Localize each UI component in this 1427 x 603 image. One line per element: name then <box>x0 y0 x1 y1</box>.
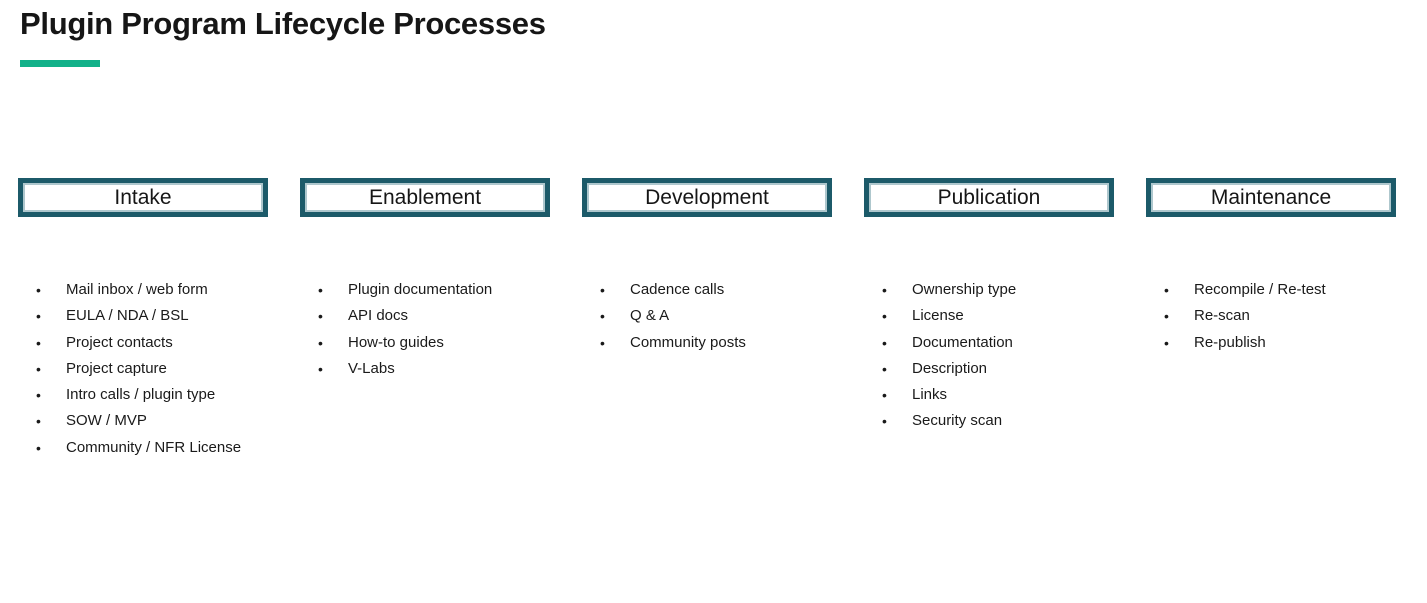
list-item: Re-publish <box>1146 330 1396 357</box>
list-item: Community posts <box>582 330 832 357</box>
list-item: License <box>864 303 1114 330</box>
list-item: API docs <box>300 303 550 330</box>
lifecycle-stage-column: Intake Mail inbox / web formEULA / NDA /… <box>18 178 268 461</box>
list-item: V-Labs <box>300 356 550 383</box>
list-item: Re-scan <box>1146 303 1396 330</box>
list-item: Description <box>864 356 1114 383</box>
stage-item-list: Mail inbox / web formEULA / NDA / BSLPro… <box>18 277 268 461</box>
stage-item-list: Ownership typeLicenseDocumentationDescri… <box>864 277 1114 435</box>
title-accent-underline <box>20 60 100 67</box>
lifecycle-stage-column: Enablement Plugin documentationAPI docsH… <box>300 178 550 461</box>
list-item: Recompile / Re-test <box>1146 277 1396 304</box>
lifecycle-stage-column: Publication Ownership typeLicenseDocumen… <box>864 178 1114 461</box>
list-item: Cadence calls <box>582 277 832 304</box>
stage-item-list: Cadence callsQ & ACommunity posts <box>582 277 832 356</box>
stage-header-label: Development <box>645 185 769 209</box>
stage-item-list: Plugin documentationAPI docsHow-to guide… <box>300 277 550 382</box>
list-item: Ownership type <box>864 277 1114 304</box>
list-item: Project contacts <box>18 330 268 357</box>
list-item: Intro calls / plugin type <box>18 382 268 409</box>
list-item: Security scan <box>864 408 1114 435</box>
list-item: Q & A <box>582 303 832 330</box>
stage-header-label: Publication <box>937 185 1041 209</box>
stage-header-box: Development <box>582 178 832 217</box>
list-item: Project capture <box>18 356 268 383</box>
list-item: How-to guides <box>300 330 550 357</box>
page-title: Plugin Program Lifecycle Processes <box>20 6 546 41</box>
list-item: EULA / NDA / BSL <box>18 303 268 330</box>
lifecycle-stage-column: Development Cadence callsQ & ACommunity … <box>582 178 832 461</box>
lifecycle-stage-column: Maintenance Recompile / Re-testRe-scanRe… <box>1146 178 1396 461</box>
stage-header-label: Maintenance <box>1210 185 1332 209</box>
stage-header-box: Publication <box>864 178 1114 217</box>
list-item: Plugin documentation <box>300 277 550 304</box>
lifecycle-columns: Intake Mail inbox / web formEULA / NDA /… <box>18 178 1396 461</box>
stage-header-box: Intake <box>18 178 268 217</box>
stage-header-label: Enablement <box>368 185 482 209</box>
stage-header-box: Enablement <box>300 178 550 217</box>
list-item: Links <box>864 382 1114 409</box>
list-item: Mail inbox / web form <box>18 277 268 304</box>
stage-item-list: Recompile / Re-testRe-scanRe-publish <box>1146 277 1396 356</box>
stage-header-box: Maintenance <box>1146 178 1396 217</box>
stage-header-label: Intake <box>114 185 172 209</box>
list-item: Documentation <box>864 330 1114 357</box>
list-item: Community / NFR License <box>18 435 268 462</box>
list-item: SOW / MVP <box>18 408 268 435</box>
